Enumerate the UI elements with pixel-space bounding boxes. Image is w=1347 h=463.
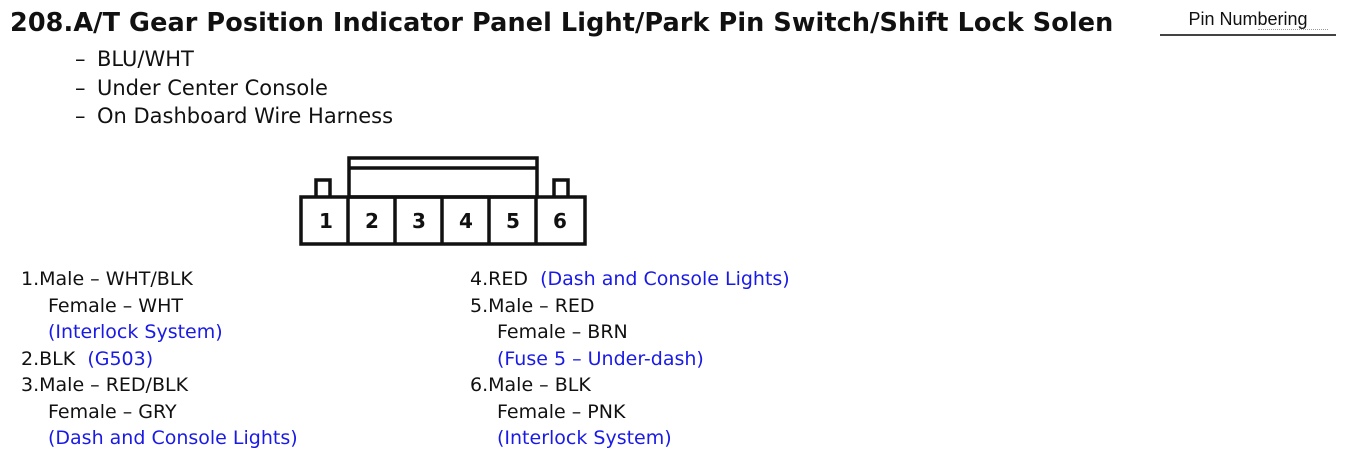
pin-3-female: Female – GRY bbox=[48, 400, 177, 423]
pin-4-entry: 4.RED (Dash and Console Lights) bbox=[470, 266, 790, 293]
pin-2-circuit: (G503) bbox=[87, 347, 154, 370]
pin-label-6: 6 bbox=[553, 209, 567, 233]
right-latch-tab bbox=[552, 178, 570, 197]
left-latch-tab bbox=[314, 178, 332, 197]
pin-4-circuit: (Dash and Console Lights) bbox=[540, 268, 790, 290]
pin-5-entry: 5.Male – RED Female – BRN (Fuse 5 – Unde… bbox=[470, 293, 790, 373]
connector-harness: –On Dashboard Wire Harness bbox=[75, 104, 394, 128]
page-title: 208.A/T Gear Position Indicator Panel Li… bbox=[10, 8, 1114, 38]
tab-label: Pin Numbering bbox=[1188, 9, 1308, 29]
tab-underline-trace bbox=[1258, 29, 1328, 34]
pin-label-1: 1 bbox=[319, 209, 333, 233]
pin-6-male: 6.Male – BLK bbox=[470, 374, 591, 396]
pin-label-3: 3 bbox=[412, 209, 426, 233]
connector-color: –BLU/WHT bbox=[75, 47, 194, 71]
pin-5-male: 5.Male – RED bbox=[470, 294, 595, 317]
pin-5-circuit: (Fuse 5 – Under-dash) bbox=[497, 347, 704, 370]
pin-3-circuit: (Dash and Console Lights) bbox=[48, 427, 298, 449]
pin-1-circuit: (Interlock System) bbox=[48, 321, 223, 343]
connector-info-list: –BLU/WHT –Under Center Console –On Dashb… bbox=[75, 45, 393, 131]
pin-2-wire: 2.BLK bbox=[21, 347, 76, 370]
pin-3-male: 3.Male – RED/BLK bbox=[21, 374, 189, 396]
pin-numbering-tab[interactable]: Pin Numbering bbox=[1160, 2, 1336, 36]
pin-list-right: 4.RED (Dash and Console Lights) 5.Male –… bbox=[470, 266, 790, 452]
connector-diagram: 1 2 3 4 5 6 bbox=[299, 156, 587, 246]
pin-label-5: 5 bbox=[506, 209, 520, 233]
pin-4-wire: 4.RED bbox=[470, 268, 528, 290]
pin-6-circuit: (Interlock System) bbox=[497, 427, 672, 449]
pin-label-4: 4 bbox=[459, 209, 473, 233]
pin-1-male: 1.Male – WHT/BLK bbox=[21, 268, 193, 290]
pin-1-female: Female – WHT bbox=[48, 294, 183, 317]
pin-list-left: 1.Male – WHT/BLK Female – WHT (Interlock… bbox=[21, 266, 298, 452]
pin-2-entry: 2.BLK (G503) bbox=[21, 346, 298, 373]
connector-lock-bar bbox=[347, 156, 539, 199]
pin-6-entry: 6.Male – BLK Female – PNK (Interlock Sys… bbox=[470, 372, 790, 452]
connector-location: –Under Center Console bbox=[75, 75, 328, 100]
pin-6-female: Female – PNK bbox=[497, 400, 626, 423]
pin-1-entry: 1.Male – WHT/BLK Female – WHT (Interlock… bbox=[21, 266, 298, 346]
pin-label-2: 2 bbox=[365, 209, 379, 233]
pin-5-female: Female – BRN bbox=[497, 321, 628, 343]
pin-3-entry: 3.Male – RED/BLK Female – GRY (Dash and … bbox=[21, 372, 298, 452]
